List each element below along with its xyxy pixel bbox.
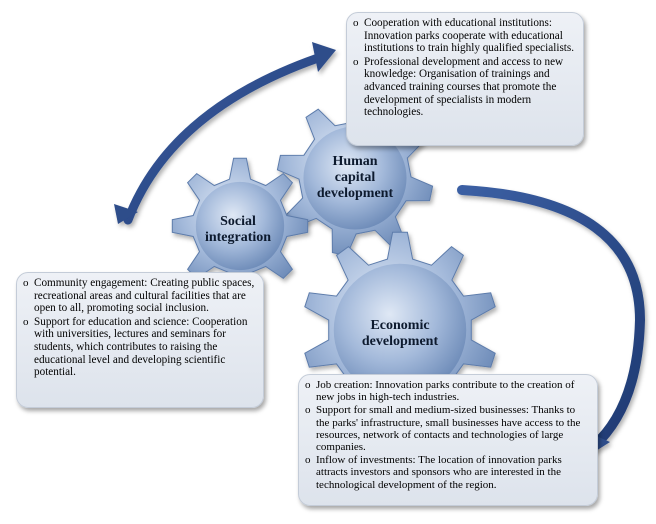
gear-hub (333, 263, 467, 397)
list-item: Inflow of investments: The location of i… (305, 454, 591, 491)
list-item: Support for education and science: Coope… (23, 316, 257, 379)
box-social-integration: Community engagement: Creating public sp… (16, 272, 264, 408)
human-capital-list: Cooperation with educational institution… (353, 17, 577, 119)
gear-label-line: Human (332, 154, 378, 169)
gear-social-integration (171, 157, 309, 295)
gear-label-human: Human capital development (300, 154, 410, 202)
gear-label-line: integration (204, 230, 272, 245)
economic-development-list: Job creation: Innovation parks contribut… (305, 379, 591, 491)
list-item: Cooperation with educational institution… (353, 17, 577, 55)
gear-label-economic: Economic development (340, 318, 460, 350)
gear-label-line: Social (220, 214, 256, 229)
social-integration-list: Community engagement: Creating public sp… (23, 277, 257, 379)
box-human-capital: Cooperation with educational institution… (346, 12, 584, 146)
gear-label-social: Social integration (188, 214, 288, 246)
box-economic-development: Job creation: Innovation parks contribut… (298, 374, 598, 506)
arrow-social-to-human (114, 42, 336, 225)
list-item: Support for small and medium-sized busin… (305, 404, 591, 453)
gear-hub (195, 181, 285, 271)
list-item: Job creation: Innovation parks contribut… (305, 379, 591, 403)
list-item: Professional development and access to n… (353, 56, 577, 119)
gear-label-line: development (361, 334, 439, 349)
list-item: Community engagement: Creating public sp… (23, 277, 257, 315)
gear-label-line: Economic (370, 318, 430, 333)
gear-label-line: development (316, 186, 394, 201)
gear-label-line: capital (334, 170, 376, 185)
gear-hub (303, 126, 407, 230)
